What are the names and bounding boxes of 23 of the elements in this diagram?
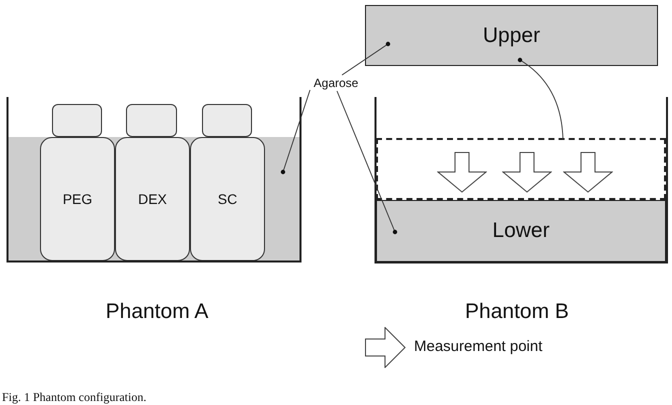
node-label: Upper bbox=[482, 22, 540, 49]
leader-line bbox=[280, 90, 310, 174]
node-label: SC bbox=[218, 190, 238, 208]
sample-bottle bbox=[40, 137, 115, 261]
leader-line bbox=[336, 90, 398, 234]
node-label: PEG bbox=[62, 190, 92, 208]
agarose-block bbox=[376, 200, 666, 262]
node-label: Lower bbox=[492, 218, 550, 244]
node-label: DEX bbox=[138, 190, 167, 208]
bottle-cap bbox=[202, 104, 252, 137]
leader-line bbox=[518, 58, 564, 140]
legend-label: Measurement point bbox=[414, 337, 542, 358]
sample-bottle bbox=[115, 137, 190, 261]
bottle-cap bbox=[126, 104, 177, 137]
leader-line bbox=[342, 42, 390, 76]
sample-bottle bbox=[190, 137, 265, 261]
node-label: Agarose bbox=[314, 75, 358, 92]
phantom-title: Phantom A bbox=[106, 299, 208, 325]
agarose-fill bbox=[8, 137, 300, 261]
figure-caption: Fig. 1 Phantom configuration. bbox=[2, 389, 146, 405]
phantom-title: Phantom B bbox=[465, 299, 569, 325]
bottle-cap bbox=[52, 104, 102, 137]
agarose-block bbox=[365, 5, 658, 66]
